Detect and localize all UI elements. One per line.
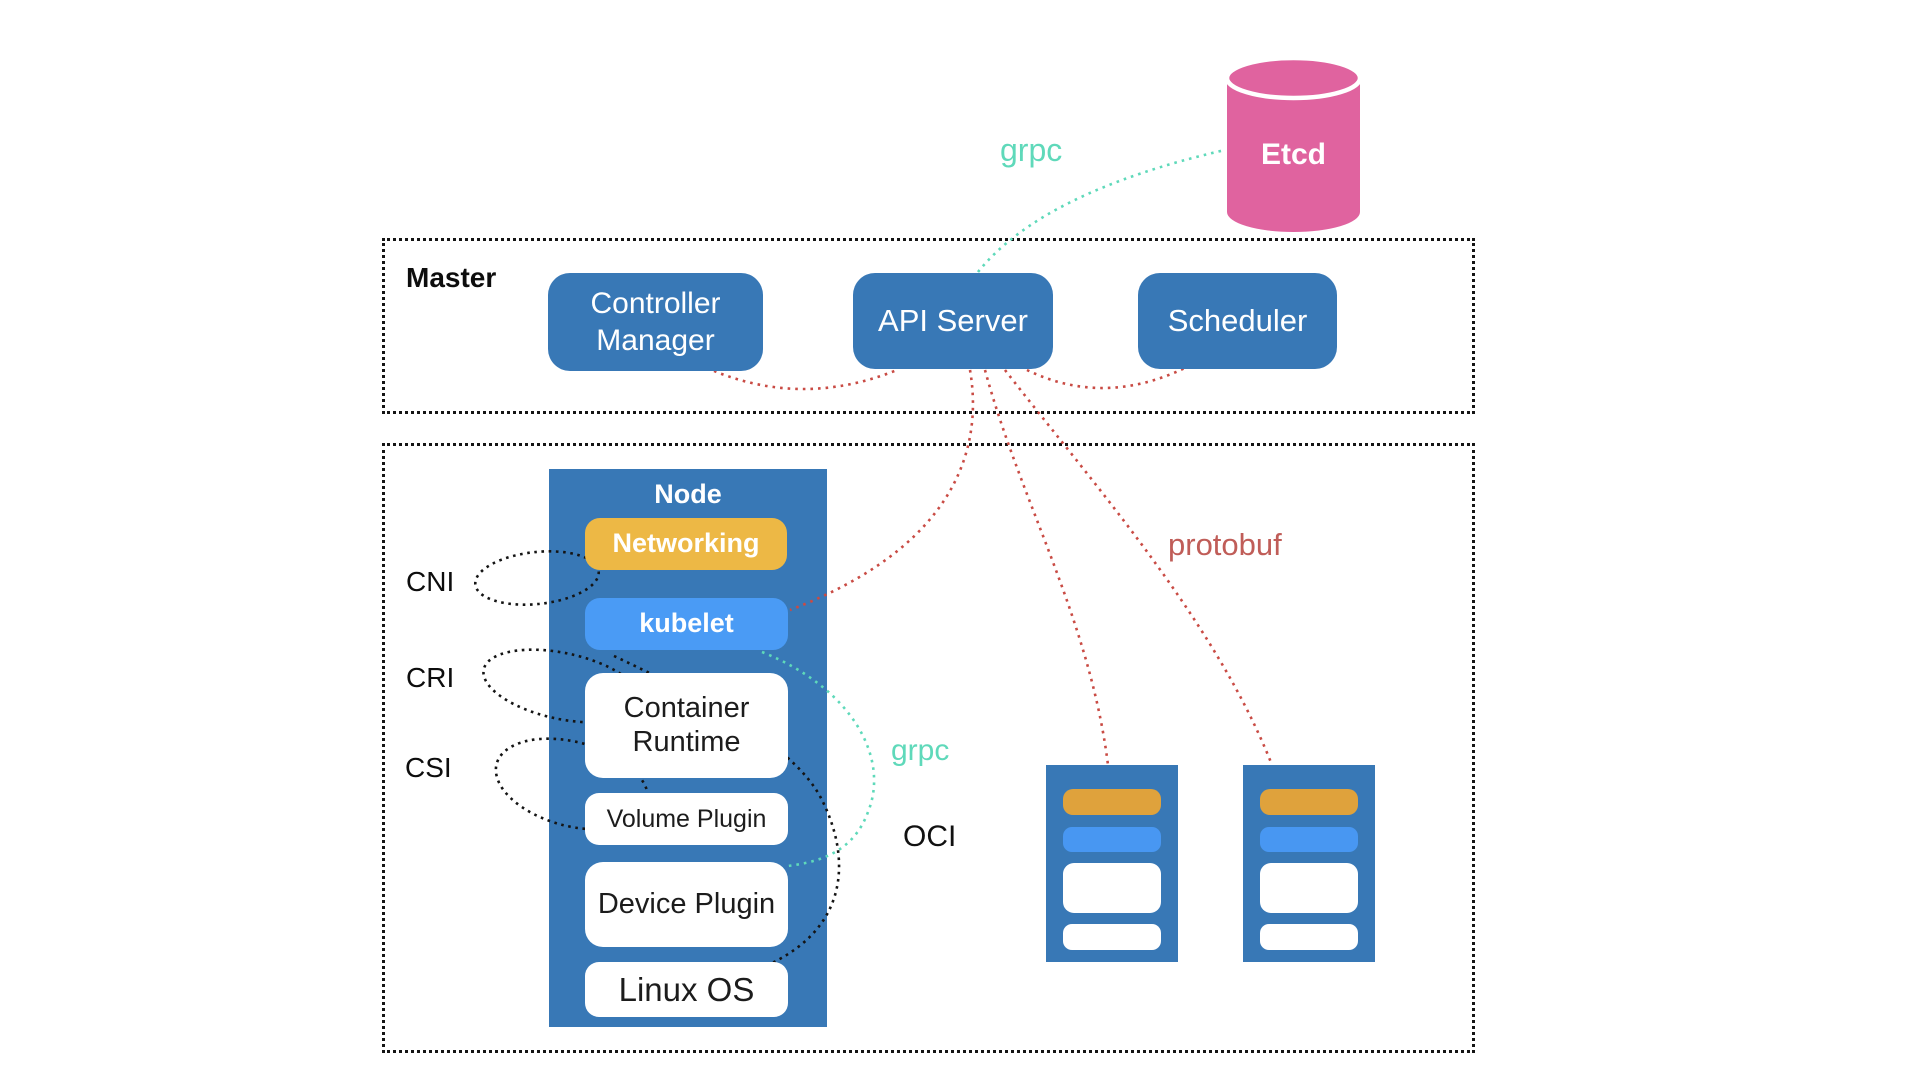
etcd-cylinder-body xyxy=(1227,78,1360,232)
controller-manager-box: Controller Manager xyxy=(548,273,763,371)
etcd-database-cylinder: Etcd xyxy=(1224,55,1363,232)
node-column-label: Node xyxy=(654,479,722,509)
node-item-linux-os: Linux OS xyxy=(585,962,788,1017)
mini-node-bar-kubelet xyxy=(1063,827,1161,852)
node-item-volume-plugin: Volume Plugin xyxy=(585,793,788,845)
oci-label: OCI xyxy=(903,820,957,853)
node-item-networking: Networking xyxy=(585,518,787,570)
csi-label: CSI xyxy=(405,752,452,783)
cri-label: CRI xyxy=(406,662,455,693)
scheduler-box: Scheduler xyxy=(1138,273,1337,369)
grpc-label-etcd: grpc xyxy=(1000,132,1063,168)
mini-worker-node xyxy=(1243,765,1375,962)
mini-node-bar-runtime xyxy=(1260,863,1358,913)
mini-node-bar-kubelet xyxy=(1260,827,1358,852)
master-group-label: Master xyxy=(406,262,497,293)
mini-node-bar-os xyxy=(1260,924,1358,950)
etcd-cylinder-top xyxy=(1224,55,1363,101)
mini-node-bar-networking xyxy=(1063,789,1161,815)
mini-worker-node xyxy=(1046,765,1178,962)
node-item-device-plugin: Device Plugin xyxy=(585,862,788,947)
mini-node-bar-os xyxy=(1063,924,1161,950)
protobuf-label: protobuf xyxy=(1168,527,1282,562)
mini-node-bar-runtime xyxy=(1063,863,1161,913)
node-item-kubelet: kubelet xyxy=(585,598,788,650)
cni-label: CNI xyxy=(406,566,455,597)
api-server-box: API Server xyxy=(853,273,1053,369)
grpc-label-runtime: grpc xyxy=(891,734,950,767)
mini-node-bar-networking xyxy=(1260,789,1358,815)
node-item-container-runtime: Container Runtime xyxy=(585,673,788,778)
etcd-label: Etcd xyxy=(1261,138,1326,171)
